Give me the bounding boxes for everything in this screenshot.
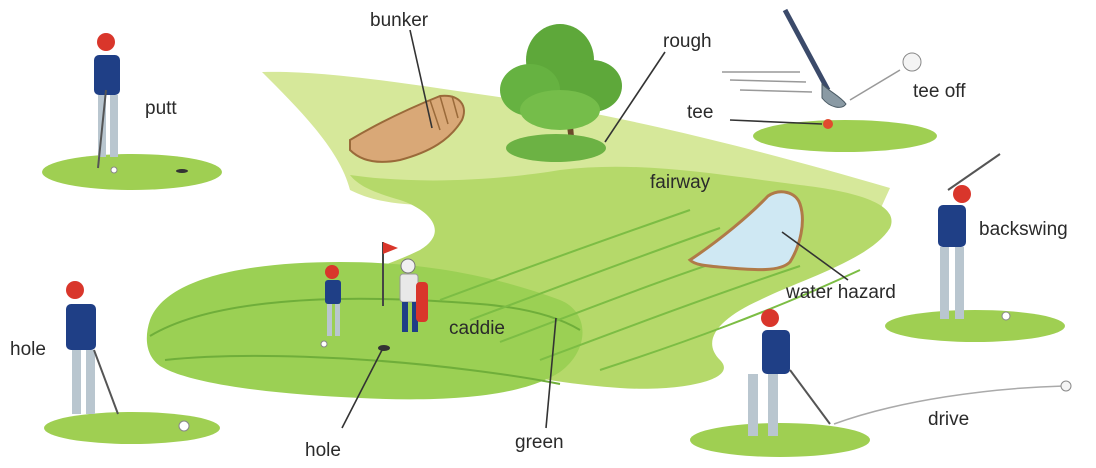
label-caddie: caddie [449,319,505,338]
label-water-hazard: water hazard [786,283,896,302]
label-green: green [515,433,564,452]
drive-grass [690,423,870,457]
label-backswing: backswing [979,220,1068,239]
label-tee: tee [687,103,713,122]
label-rough: rough [663,32,712,51]
label-tee-off: tee off [913,82,965,101]
tee-off-detail [722,10,921,129]
hole-cup-icon [378,345,390,351]
backswing-grass [885,310,1065,342]
label-bunker: bunker [370,11,428,30]
tee-grass [753,120,937,152]
tee-peg-icon [823,119,833,129]
label-putt: putt [145,99,177,118]
label-fairway: fairway [650,173,710,192]
label-drive: drive [928,410,969,429]
putt-grass [42,154,222,190]
golf-ball-icon [903,53,921,71]
label-hole-bottom: hole [305,441,341,460]
label-hole-left: hole [10,340,46,359]
hole-left-grass [44,412,220,444]
